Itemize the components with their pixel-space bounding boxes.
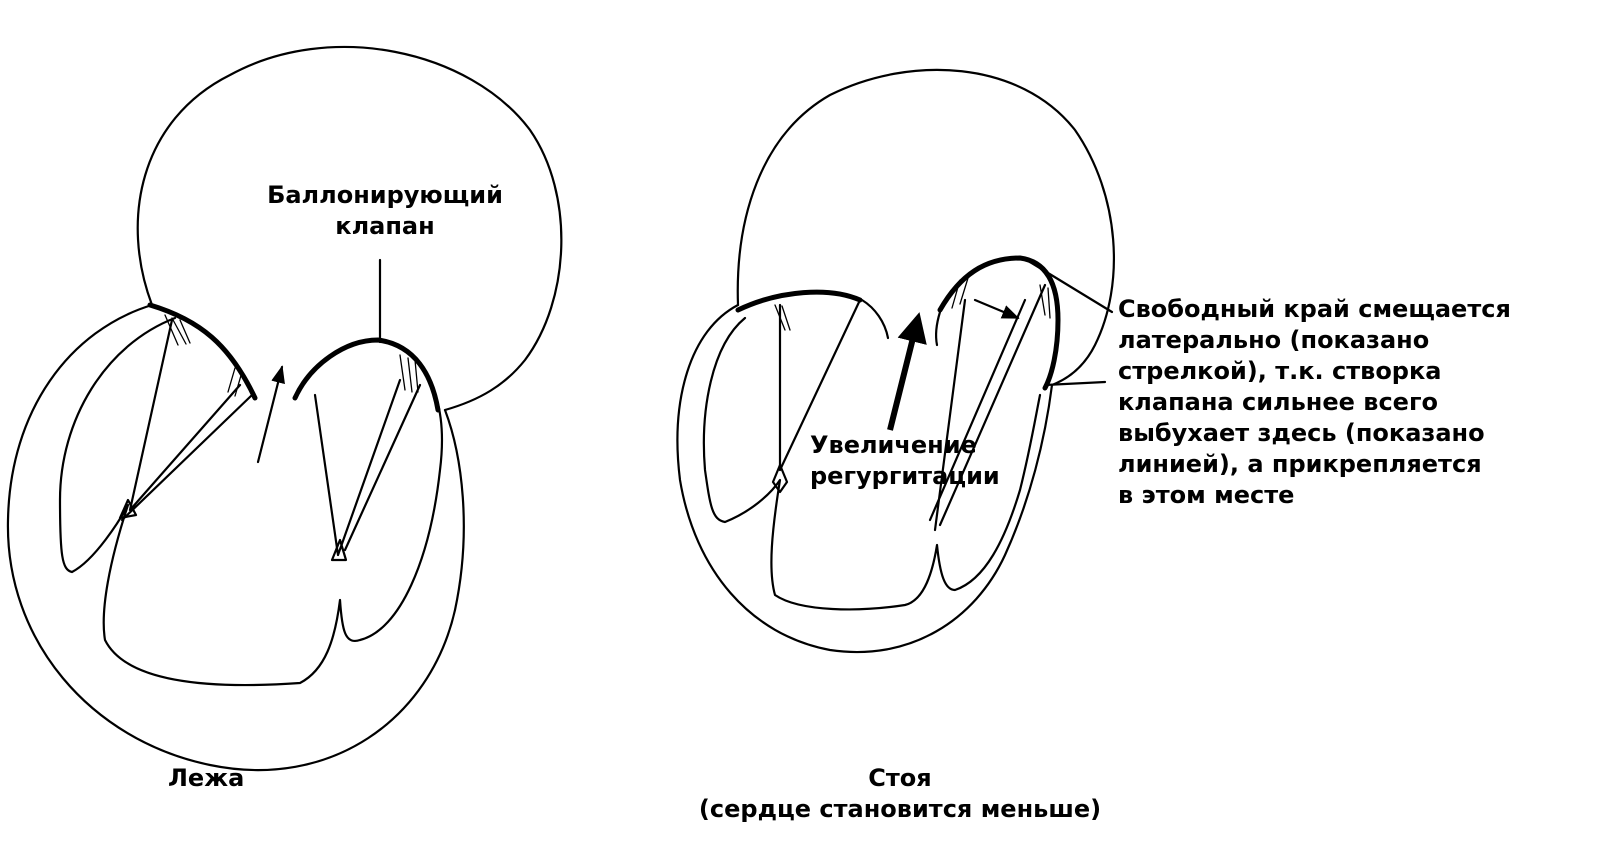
regurgitation-label: Увеличение регургитации xyxy=(810,431,1000,490)
ventricle-outer-wall-lying xyxy=(6,303,465,772)
ventricle-inner-chamber-lying xyxy=(58,316,444,687)
chordae-left-lying xyxy=(120,318,254,522)
right-leaflet-tip-standing xyxy=(934,310,942,347)
free-edge-pointer-top xyxy=(1028,260,1114,314)
regurgitation-arrow-standing xyxy=(887,312,927,431)
right-leaflet-lying xyxy=(292,337,441,413)
standing-label: Стоя (сердце становится меньше) xyxy=(660,763,1140,825)
heart-standing xyxy=(676,68,1115,654)
left-leaflet-standing xyxy=(735,289,863,313)
left-atrium-lying xyxy=(136,45,563,412)
left-leaflet-lying xyxy=(147,302,258,401)
ventricle-outer-wall-standing xyxy=(676,303,1054,654)
free-edge-pointer-bottom xyxy=(1043,380,1107,387)
standing-title: Стоя xyxy=(868,764,932,792)
left-atrium-standing xyxy=(736,68,1115,387)
lateral-displacement-arrow xyxy=(973,298,1020,320)
ventricle-inner-chamber-standing xyxy=(702,316,1042,611)
heart-lying xyxy=(6,45,563,772)
papillary-left-lying xyxy=(118,498,138,520)
lying-label: Лежа xyxy=(168,764,245,792)
ballooning-valve-label: Баллонирующий клапан xyxy=(267,181,503,240)
left-leaflet-tip-standing xyxy=(860,298,890,340)
regurgitation-arrow-lying xyxy=(256,365,285,464)
chordae-right-lying xyxy=(313,378,422,557)
papillary-right-lying xyxy=(330,538,348,562)
chordae-fan-lying xyxy=(164,314,419,397)
chordae-left-standing xyxy=(778,298,862,472)
chordae-right-standing xyxy=(928,283,1047,532)
papillary-left-standing xyxy=(771,463,789,494)
right-leaflet-standing xyxy=(937,255,1061,391)
free-edge-label: Свободный край смещается латерально (пок… xyxy=(1118,295,1511,509)
chordae-fan-standing xyxy=(774,277,1051,331)
standing-note: (сердце становится меньше) xyxy=(698,795,1102,823)
